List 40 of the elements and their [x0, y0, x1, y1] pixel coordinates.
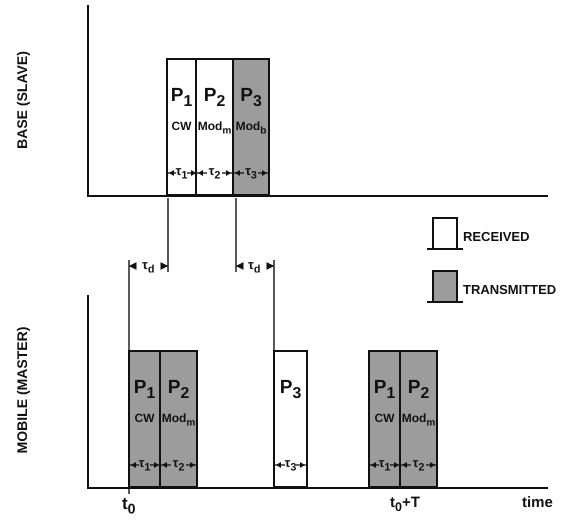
axis-label: MOBILE (MASTER)	[14, 326, 30, 454]
pulse-name: P$_{2}$	[204, 86, 226, 110]
pulse-width-label: τ$_{3}$	[284, 456, 296, 474]
pulse-width-label: τ$_{1}$	[378, 456, 390, 474]
time-label: t$_{0}$+T	[390, 494, 420, 514]
pulse-width-label: τ$_{1}$	[138, 456, 150, 474]
pulse-width-label: τ$_{2}$	[172, 456, 184, 474]
pulse-name: P$_{3}$	[240, 86, 262, 110]
modulation-label: CW	[134, 412, 154, 426]
pulse-width-label: τ$_{1}$	[176, 164, 188, 182]
pulse-box	[273, 350, 308, 488]
delay-label: τ$_{d}$	[248, 257, 260, 276]
legend-label: RECEIVED	[463, 229, 530, 244]
pulse-box	[368, 350, 401, 488]
axis-label: time	[522, 494, 553, 511]
time-label: t$_{0}$	[122, 494, 136, 518]
pulse-box	[195, 58, 234, 196]
modulation-label: Mod$_{m}$	[402, 412, 436, 429]
pulse-name: P$_{1}$	[134, 378, 156, 402]
pulse-name: P$_{3}$	[280, 378, 302, 402]
pulse-box	[159, 350, 198, 488]
pulse-box	[399, 350, 438, 488]
delay-label: τ$_{d}$	[142, 257, 154, 276]
modulation-label: Mod$_{m}$	[198, 120, 232, 137]
pulse-name: P$_{1}$	[170, 86, 192, 110]
pulse-width-label: τ$_{2}$	[208, 164, 220, 182]
pulse-name: P$_{2}$	[408, 378, 430, 402]
pulse-box	[232, 58, 270, 196]
modulation-label: Mod$_{b}$	[236, 120, 266, 137]
legend-label: TRANSMITTED	[463, 282, 556, 297]
pulse-width-label: τ$_{2}$	[412, 456, 424, 474]
pulse-box	[128, 350, 161, 488]
pulse-name: P$_{1}$	[374, 378, 396, 402]
pulse-width-label: τ$_{3}$	[245, 164, 257, 182]
modulation-label: CW	[172, 120, 192, 134]
modulation-label: CW	[374, 412, 394, 426]
axis-label: BASE (SLAVE)	[14, 51, 30, 149]
pulse-name: P$_{2}$	[168, 378, 190, 402]
modulation-label: Mod$_{m}$	[162, 412, 196, 429]
pulse-box	[166, 58, 197, 196]
